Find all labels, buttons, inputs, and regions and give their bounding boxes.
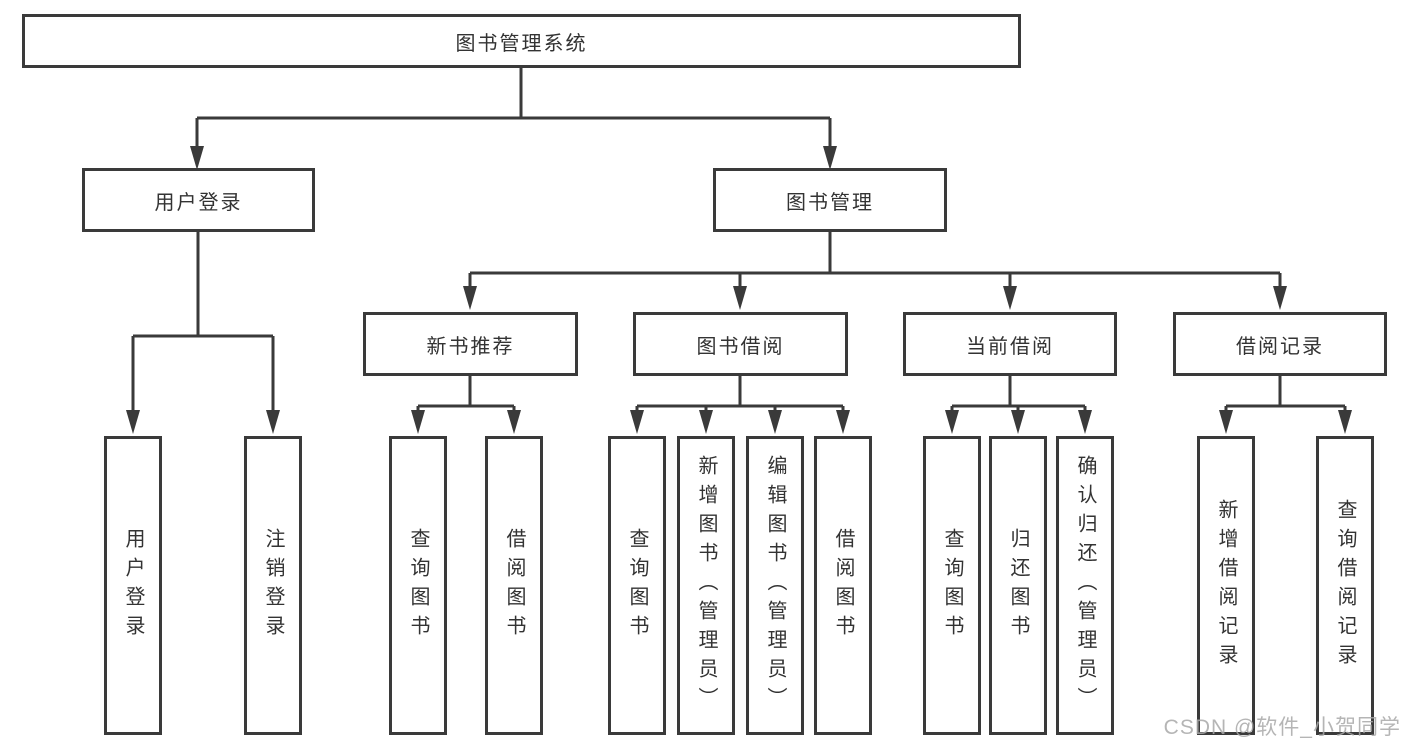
node-new-book-recommend-label: 新书推荐 [426, 335, 515, 358]
leaf-query-book-borrow: 查询图书 [608, 436, 666, 735]
csdn-watermark: CSDN @软件_小贺同学 [1163, 716, 1401, 739]
leaf-user-login-label: 用户登录 [122, 527, 144, 644]
leaf-return-book-label: 归还图书 [1007, 527, 1029, 644]
leaf-edit-book-admin-label: 编辑图书（管理员） [764, 455, 786, 716]
leaf-query-book-borrow-label: 查询图书 [626, 527, 648, 644]
node-root-label: 图书管理系统 [455, 32, 588, 55]
leaf-query-borrow-record-label: 查询借阅记录 [1334, 498, 1356, 673]
node-borrow-records-label: 借阅记录 [1236, 335, 1324, 358]
node-borrow-records: 借阅记录 [1173, 312, 1387, 376]
leaf-confirm-return-admin: 确认归还（管理员） [1056, 436, 1114, 735]
leaf-query-book-recommend-label: 查询图书 [407, 527, 429, 644]
node-new-book-recommend: 新书推荐 [363, 312, 578, 376]
leaf-query-book-recommend: 查询图书 [389, 436, 447, 735]
node-user-login: 用户登录 [82, 168, 315, 232]
leaf-add-borrow-record-label: 新增借阅记录 [1215, 498, 1237, 673]
leaf-query-book-current: 查询图书 [923, 436, 981, 735]
node-current-borrow-label: 当前借阅 [966, 335, 1054, 358]
node-current-borrow: 当前借阅 [903, 312, 1117, 376]
node-user-login-label: 用户登录 [154, 191, 243, 214]
node-book-management-label: 图书管理 [786, 191, 874, 214]
leaf-add-book-admin-label: 新增图书（管理员） [695, 455, 717, 716]
leaf-add-borrow-record: 新增借阅记录 [1197, 436, 1255, 735]
leaf-borrow-book: 借阅图书 [814, 436, 872, 735]
leaf-logout: 注销登录 [244, 436, 302, 735]
leaf-edit-book-admin: 编辑图书（管理员） [746, 436, 804, 735]
node-book-borrow-label: 图书借阅 [696, 335, 785, 358]
leaf-query-book-current-label: 查询图书 [941, 527, 963, 644]
node-root: 图书管理系统 [22, 14, 1021, 68]
node-book-borrow: 图书借阅 [633, 312, 848, 376]
leaf-borrow-book-recommend-label: 借阅图书 [503, 527, 525, 644]
node-book-management: 图书管理 [713, 168, 947, 232]
arrowheads [126, 146, 1352, 434]
leaf-user-login: 用户登录 [104, 436, 162, 735]
leaf-borrow-book-label: 借阅图书 [832, 527, 854, 644]
leaf-query-borrow-record: 查询借阅记录 [1316, 436, 1374, 735]
leaf-confirm-return-admin-label: 确认归还（管理员） [1074, 455, 1096, 716]
leaf-add-book-admin: 新增图书（管理员） [677, 436, 735, 735]
leaf-logout-label: 注销登录 [262, 527, 284, 644]
leaf-return-book: 归还图书 [989, 436, 1047, 735]
leaf-borrow-book-recommend: 借阅图书 [485, 436, 543, 735]
